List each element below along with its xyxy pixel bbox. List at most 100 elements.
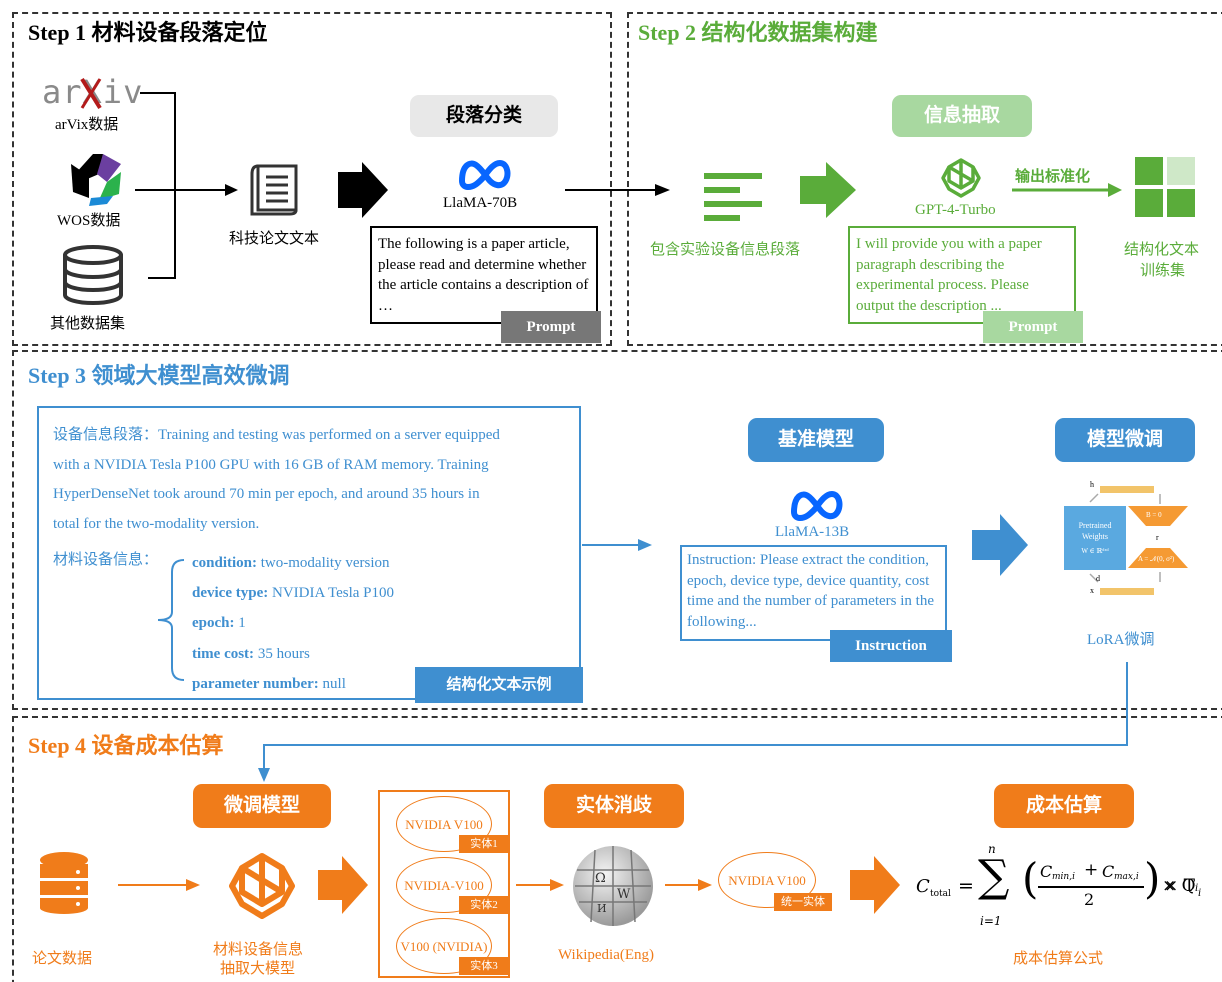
step1-title: Step 1 材料设备段落定位 — [28, 20, 268, 45]
extract-pill: 信息抽取 — [892, 95, 1032, 137]
formula-paren-right: ) — [1144, 854, 1161, 903]
formula-frac-bar — [1038, 886, 1144, 888]
arxiv-x-mark — [80, 77, 102, 110]
entity-tag: 实体2 — [459, 896, 509, 914]
entity-tag: 实体1 — [459, 835, 509, 853]
extract-model-label-1: 材料设备信息 — [213, 942, 304, 958]
lora-diagram: h Pretrained Weights W ∈ ℝᵈˣᵈ B = 0 A = … — [1060, 480, 1220, 602]
instruction-box: Instruction: Please extract the conditio… — [680, 545, 947, 641]
extract-model-label-2: 抽取大模型 — [220, 961, 296, 977]
model-name-13b: LlaMA-13B — [775, 524, 850, 540]
lora-label: LoRA微调 — [1087, 632, 1155, 648]
svg-text:Ω: Ω — [595, 871, 606, 886]
info-label: 材料设备信息： — [53, 552, 159, 568]
formula-times-t: × T — [1164, 876, 1195, 896]
formula-total-sub: total — [930, 889, 951, 899]
finetuned-model-pill: 微调模型 — [193, 784, 331, 828]
train-set-label-1: 结构化文本 — [1124, 242, 1200, 258]
wos-label: WOS数据 — [57, 213, 121, 229]
formula-sum-top: n — [988, 842, 996, 856]
meta-logo-icon — [791, 491, 843, 521]
wos-logo — [71, 154, 121, 206]
formula-c: C — [916, 876, 930, 897]
field-condition: condition: two-modality version — [192, 555, 390, 571]
lora-shapes — [1089, 493, 1188, 583]
step1-frame — [12, 12, 612, 346]
step2-frame — [627, 12, 1222, 346]
step2-title: Step 2 结构化数据集构建 — [638, 20, 878, 45]
doc-label: 科技论文文本 — [229, 231, 320, 247]
arxiv-logo: arXiv — [42, 76, 142, 110]
field-param-number: parameter number: null — [192, 675, 346, 692]
lora-pretrained-text: Weights — [1081, 532, 1109, 541]
openai-logo-icon — [229, 853, 295, 919]
svg-text:W: W — [617, 887, 631, 902]
fields-list: condition: two-modality version device t… — [192, 548, 394, 699]
unified-entity-oval: NVIDIA V100 — [718, 852, 816, 908]
entity-tag: 实体3 — [459, 957, 509, 975]
entity-oval: V100 (NVIDIA) — [396, 918, 492, 974]
paper-data-label: 论文数据 — [32, 951, 93, 967]
formula-label: 成本估算公式 — [1013, 951, 1104, 967]
formula-times-q: × Q — [1162, 876, 1196, 896]
entities-box — [378, 790, 510, 978]
finetune-pill: 模型微调 — [1055, 418, 1195, 462]
formula-t-sub: i — [1195, 883, 1199, 894]
lora-pretrained-box: Pretrained Weights W ∈ ℝᵈˣᵈ — [1064, 506, 1126, 570]
paragraph-icon — [704, 173, 762, 221]
formula-num-sub-min: min,i — [1052, 872, 1075, 882]
sample-line: total for the two-modality version. — [53, 515, 260, 532]
field-epoch: epoch: 1 — [192, 615, 246, 632]
cost-pill: 成本估算 — [994, 784, 1134, 828]
para-label: 包含实验设备信息段落 — [650, 242, 801, 258]
step4-title: Step 4 设备成本估算 — [28, 733, 224, 758]
instruction-tag: Instruction — [830, 630, 952, 662]
formula-den: 2 — [1084, 890, 1095, 909]
field-time-cost: time cost: 35 hours — [192, 645, 310, 662]
field-device-type: device type: NVIDIA Tesla P100 — [192, 585, 394, 602]
sample-paragraph: 设备信息段落：Training and testing was performe… — [53, 421, 500, 539]
lora-h-bar — [1100, 486, 1154, 493]
lora-x-label: x — [1090, 586, 1094, 595]
disambiguation-pill: 实体消歧 — [544, 784, 684, 828]
formula-tail: × Ti — [1164, 876, 1198, 896]
prompt-tag-step1: Prompt — [501, 311, 601, 343]
lora-w-text: W ∈ ℝᵈˣᵈ — [1081, 547, 1109, 555]
svg-text:И: И — [597, 902, 607, 915]
formula-sum-sign: ∑ — [978, 851, 1010, 902]
database-icon-orange — [40, 852, 88, 914]
lora-r-label: r — [1156, 533, 1159, 542]
normalize-arrow-label: 输出标准化 — [1015, 169, 1091, 185]
model-name-70b: LlaMA-70B — [443, 195, 518, 211]
lora-b-text: B = 0 — [1146, 511, 1162, 519]
formula-num-c1: C — [1040, 862, 1053, 881]
lora-x-bar — [1100, 588, 1154, 595]
formula-plus: + — [1084, 860, 1099, 880]
model-name-gpt4: GPT-4-Turbo — [915, 202, 996, 218]
entity-oval: NVIDIA-V100 — [396, 857, 492, 913]
sample-line: HyperDenseNet took around 70 min per epo… — [53, 486, 480, 502]
formula-sum-bottom: i=1 — [980, 914, 1002, 928]
classify-pill: 段落分类 — [410, 95, 558, 137]
sample-line: with a NVIDIA Tesla P100 GPU with 16 GB … — [53, 456, 489, 473]
meta-logo-icon — [459, 160, 511, 190]
lora-pretrained-text: Pretrained — [1078, 521, 1112, 530]
cost-formula: C total = n ∑ i=1 ( C min,i + C max,i 2 … — [914, 842, 1216, 934]
formula-q-sub: i — [1198, 888, 1202, 899]
formula-eq: = — [958, 875, 974, 897]
other-label: 其他数据集 — [50, 316, 126, 332]
sample-line: 设备信息段落：Training and testing was performe… — [53, 427, 500, 443]
sample-tag: 结构化文本示例 — [415, 667, 583, 703]
formula-paren-left: ( — [1022, 854, 1039, 903]
wikipedia-label: Wikipedia(Eng) — [558, 947, 655, 963]
lora-a-text: A = 𝒩(0, σ²) — [1138, 555, 1175, 563]
entity-oval: NVIDIA V100 — [396, 796, 492, 852]
step3-title: Step 3 领域大模型高效微调 — [28, 363, 290, 388]
prompt-box-step1: The following is a paper article, please… — [370, 226, 598, 324]
unified-entity-tag: 统一实体 — [774, 893, 832, 911]
document-icon — [250, 164, 298, 216]
arxiv-label: arVix数据 — [55, 117, 119, 133]
curly-brace — [157, 559, 185, 681]
prompt-box-step2: I will provide you with a paper paragrap… — [848, 226, 1076, 324]
